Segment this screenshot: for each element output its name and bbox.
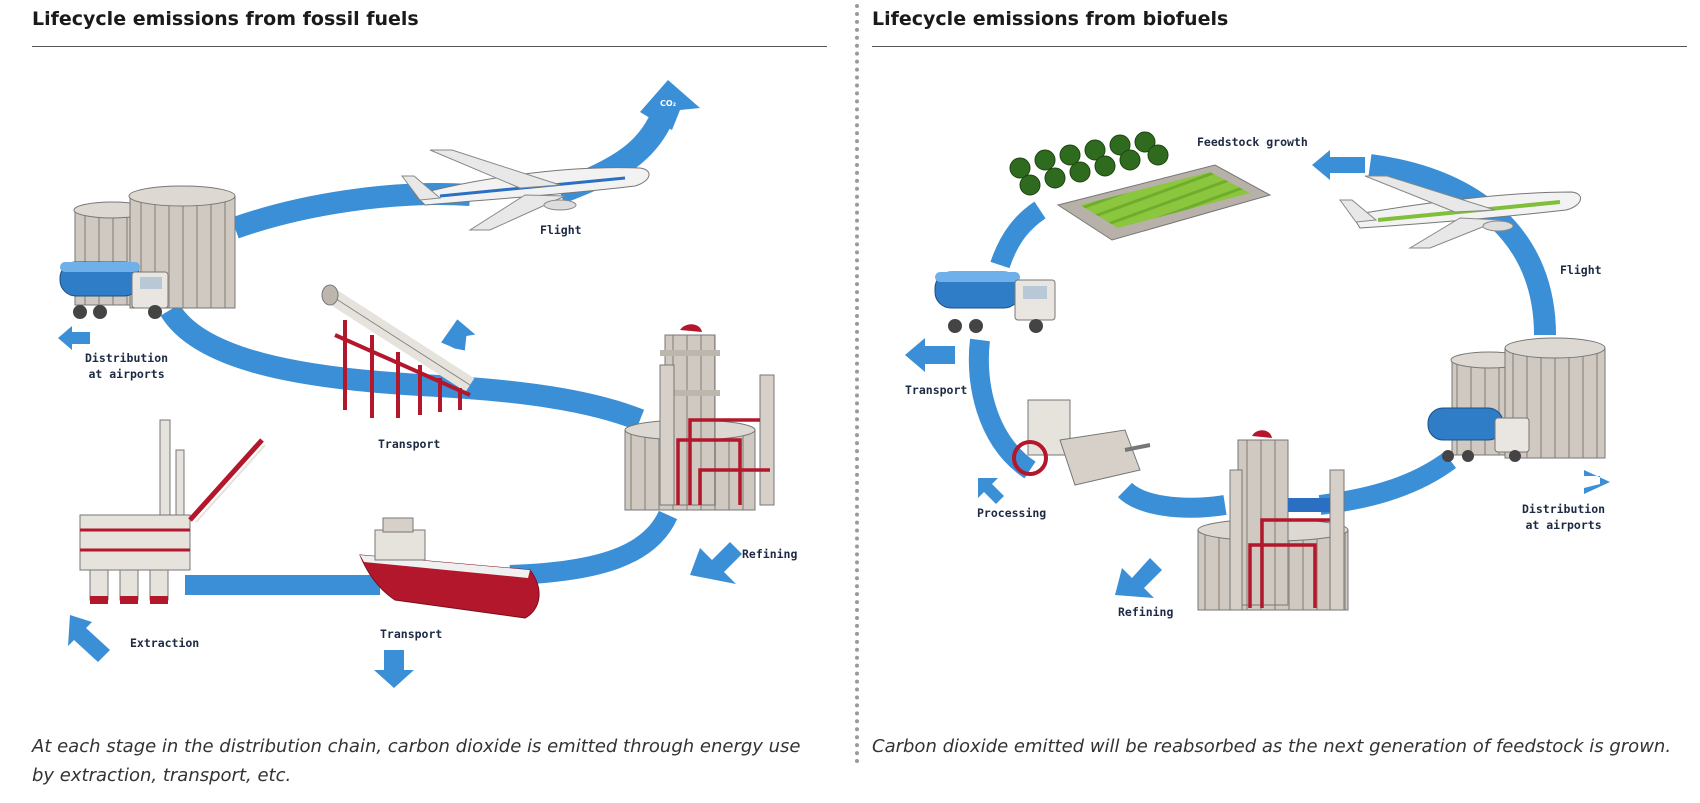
label-extraction: Extraction <box>130 636 200 650</box>
right-title-rule <box>872 46 1687 47</box>
label-transport-bio: Transport <box>905 383 968 397</box>
processing-co2-arrow <box>978 478 1004 504</box>
right-panel-title: Lifecycle emissions from biofuels <box>872 8 1229 30</box>
label-refining-bio: Refining <box>1118 605 1174 619</box>
co2-text: CO₂ <box>660 99 677 108</box>
label-refining-fossil: Refining <box>742 547 798 561</box>
label-feedstock-growth: Feedstock growth <box>1197 135 1308 149</box>
feedstock-trees <box>1009 131 1169 196</box>
flight-co2-arrow: CO₂ <box>640 80 700 130</box>
tanker-truck <box>59 261 169 319</box>
processing-press <box>1012 399 1151 486</box>
refining-co2-arrow-bio <box>1115 558 1162 598</box>
label-processing: Processing <box>977 506 1047 520</box>
label-transport-ship: Transport <box>380 627 443 641</box>
distribution-co2-arrow-bio <box>1584 470 1610 494</box>
tanker-ship <box>359 517 540 619</box>
offshore-rig <box>79 419 266 604</box>
flight-co2-arrow-bio <box>1312 150 1365 180</box>
pipeline-co2-arrow <box>441 319 476 351</box>
airplane-fossil <box>401 149 650 231</box>
label-flight-bio: Flight <box>1560 263 1602 277</box>
feedstock-field <box>1056 164 1272 241</box>
refinery-fossil <box>624 324 775 511</box>
refinery-biofuel <box>1197 430 1349 611</box>
left-caption: At each stage in the distribution chain,… <box>32 736 801 786</box>
right-caption: Carbon dioxide emitted will be reabsorbe… <box>872 736 1672 757</box>
tanker-truck-bio <box>934 271 1056 333</box>
distribution-co2-arrow <box>58 326 90 350</box>
extraction-co2-arrow <box>68 615 110 662</box>
label-flight-fossil: Flight <box>540 223 582 237</box>
label-transport-pipeline: Transport <box>378 437 441 451</box>
left-panel-title: Lifecycle emissions from fossil fuels <box>32 8 419 30</box>
transport-co2-arrow-bio <box>905 338 955 372</box>
refining-co2-arrow <box>690 542 742 584</box>
label-distribution-fossil: Distribution at airports <box>85 351 169 381</box>
panel-divider <box>855 4 859 764</box>
left-title-rule <box>32 46 827 47</box>
airport-storage-tanks-bio <box>1427 337 1606 462</box>
ship-co2-arrow <box>374 650 414 688</box>
label-distribution-bio: Distribution at airports <box>1522 502 1606 532</box>
airplane-biofuel <box>1339 175 1581 249</box>
pipeline-structure <box>321 284 475 418</box>
